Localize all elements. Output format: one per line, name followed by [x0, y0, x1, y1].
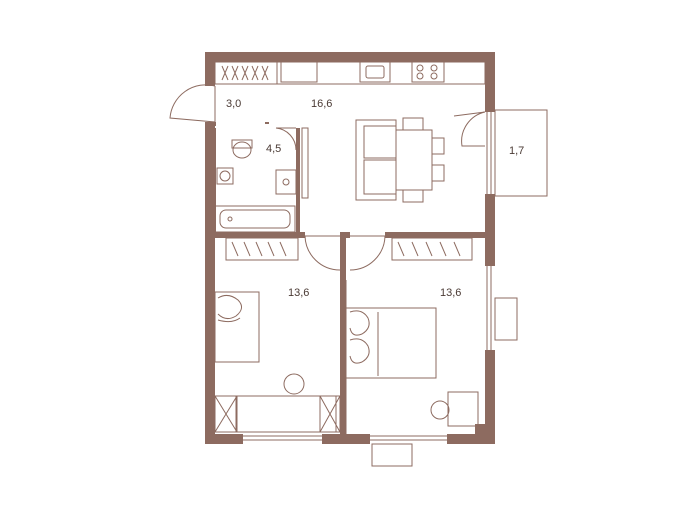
left-bedroom-wardrobe [225, 237, 299, 261]
left-bedroom-area-label: 13,6 [288, 287, 309, 299]
washing-machine [216, 167, 234, 185]
fridge [280, 61, 318, 83]
right-bedroom-wardrobe [391, 237, 473, 261]
balcony-door [453, 111, 486, 147]
interior-walls [206, 122, 485, 442]
bathroom-sink [275, 169, 297, 195]
left-chair [283, 373, 305, 395]
dining-table [395, 117, 445, 203]
stove [411, 61, 445, 83]
balcony [494, 109, 548, 197]
area-labels: 3,0 16,6 4,5 1,7 13,6 13,6 [226, 98, 524, 299]
kitchen-living-area-label: 16,6 [311, 98, 332, 110]
right-bedroom-area-label: 13,6 [440, 287, 461, 299]
right-chair [430, 400, 450, 420]
right-bedroom-door [349, 235, 386, 271]
left-bedroom-door [304, 235, 341, 271]
bathtub [214, 205, 296, 233]
bathroom-door [275, 127, 297, 151]
right-bed [345, 307, 437, 379]
right-desk [447, 391, 479, 427]
hall-area-label: 3,0 [226, 98, 241, 110]
entrance-door [169, 84, 216, 123]
toilet [231, 139, 253, 159]
outer-walls [205, 52, 495, 444]
sink [359, 61, 391, 83]
fixtures [169, 61, 548, 467]
hall-wardrobe [214, 61, 278, 85]
bathroom-area-label: 4,5 [266, 143, 281, 155]
balcony-area-label: 1,7 [509, 145, 524, 157]
left-desk [235, 395, 337, 433]
left-bed [214, 291, 260, 363]
sofa [355, 119, 397, 201]
